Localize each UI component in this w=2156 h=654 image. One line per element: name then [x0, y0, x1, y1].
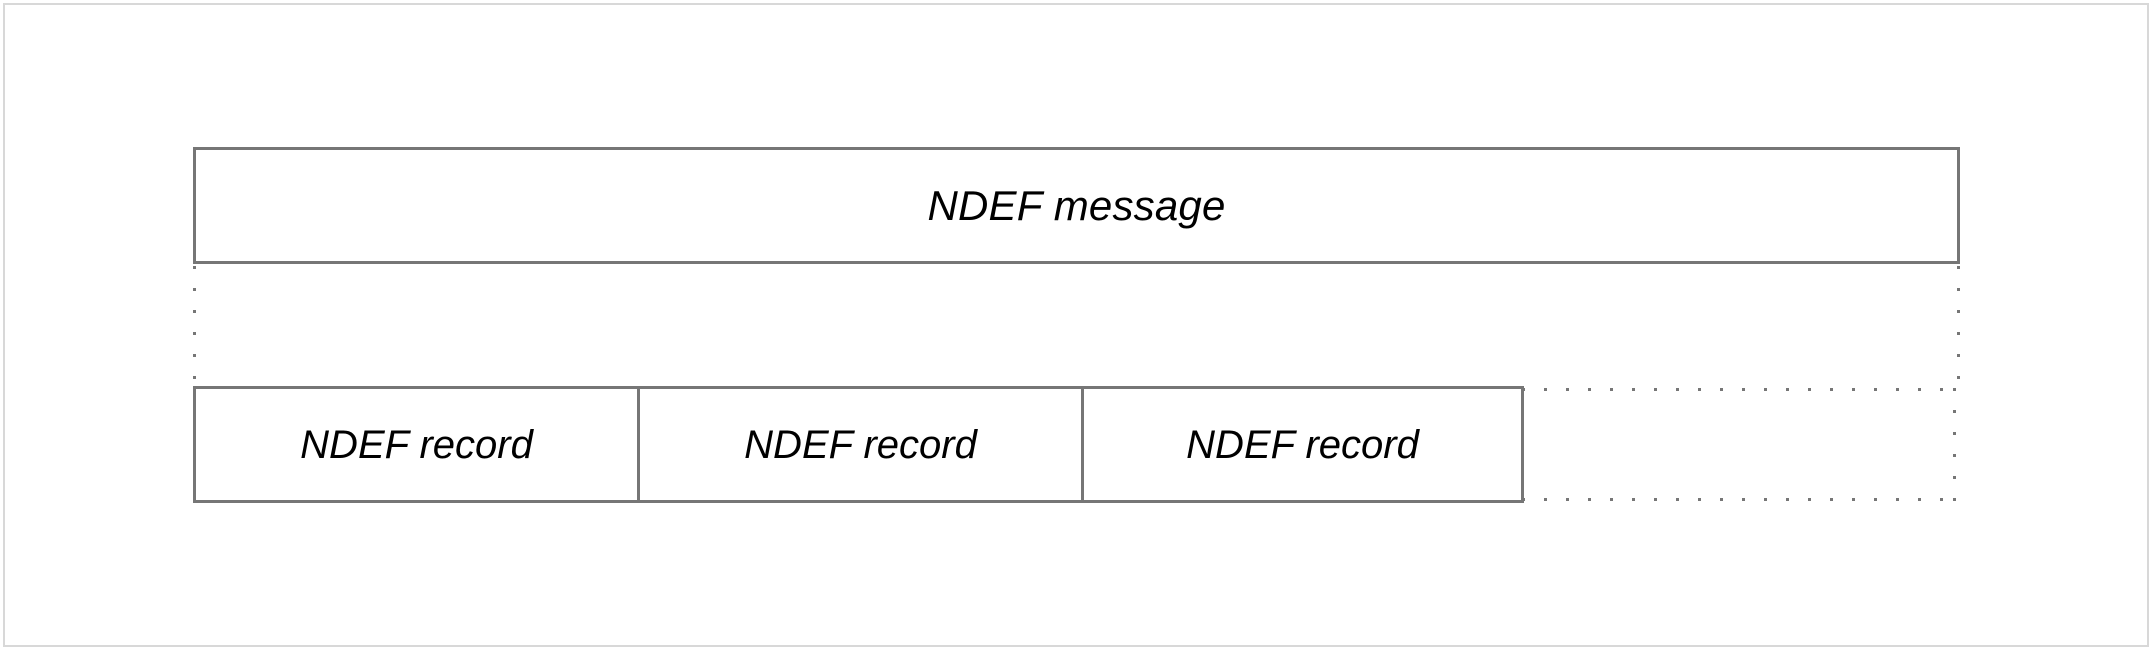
ndef-record-continuation-region — [1522, 388, 1956, 501]
ndef-record-label-3: NDEF record — [1186, 422, 1419, 467]
ndef-record-label-1: NDEF record — [300, 422, 533, 467]
figure-outer-frame — [3, 3, 2149, 647]
continuation-bottom-dotted-edge — [1522, 498, 1956, 501]
ndef-record-label-2: NDEF record — [744, 422, 977, 467]
continuation-top-dotted-edge — [1522, 388, 1956, 391]
ndef-record-box-1: NDEF record — [193, 386, 640, 503]
ndef-message-label: NDEF message — [927, 181, 1226, 229]
continuation-right-dotted-edge — [1953, 388, 1956, 501]
ndef-record-box-2: NDEF record — [637, 386, 1084, 503]
ndef-message-box: NDEF message — [193, 147, 1960, 264]
ndef-record-row: NDEF record NDEF record NDEF record — [193, 386, 1960, 503]
ndef-record-box-3: NDEF record — [1081, 386, 1524, 503]
connector-right-dotted-line — [1957, 266, 1960, 388]
connector-left-dotted-line — [193, 266, 196, 388]
